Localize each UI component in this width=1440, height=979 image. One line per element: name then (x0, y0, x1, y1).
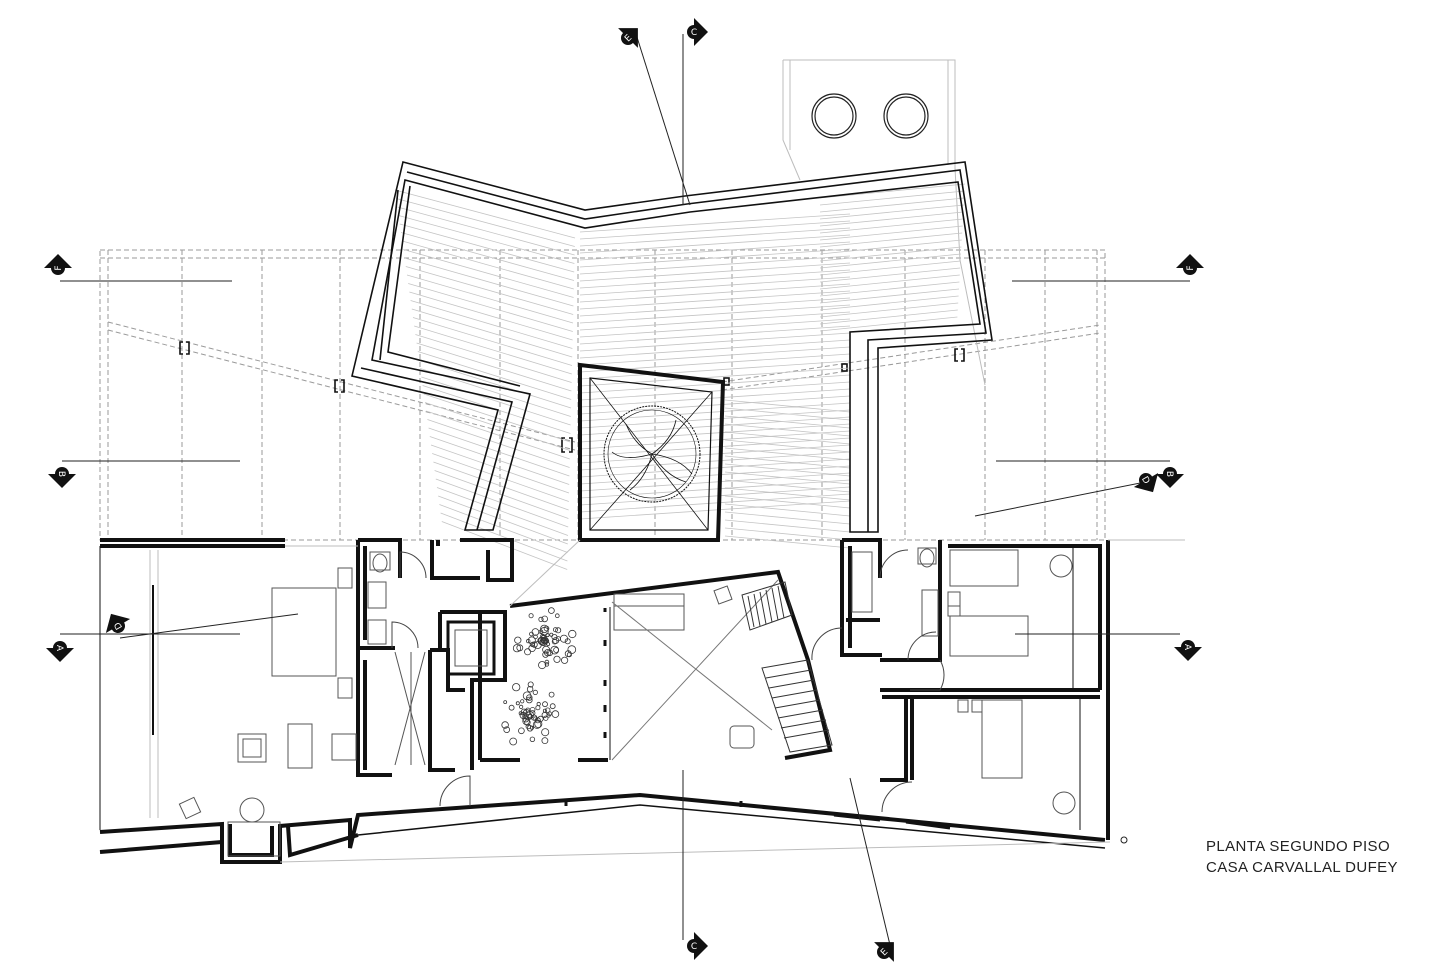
lower-floor-walls (99, 538, 1110, 840)
drawing-title: PLANTA SEGUNDO PISO (1206, 838, 1391, 855)
beam-clips (179, 341, 965, 453)
stair-lower (761, 659, 833, 753)
marker-label: A (1182, 644, 1192, 651)
door-swings (391, 549, 945, 813)
marker-d-left: D (105, 613, 131, 633)
section-cut-lines (60, 33, 1190, 946)
drawing-title-block: PLANTA SEGUNDO PISO CASA CARVALLAL DUFEY (1206, 836, 1398, 878)
mullions (564, 607, 951, 830)
structural-grid (99, 249, 1106, 541)
marker-a-left: A (46, 641, 74, 662)
marker-c-bottom: C (687, 932, 708, 960)
marker-c-top: C (687, 18, 708, 46)
deck-hatching (394, 183, 966, 570)
marker-label: A (54, 645, 64, 652)
marker-label: C (691, 942, 697, 952)
upper-terrace-outline (782, 59, 986, 386)
reference-dot (1120, 836, 1128, 844)
marker-label: F (1186, 265, 1196, 270)
glazing-lines (149, 539, 1185, 863)
stair-upper (741, 581, 793, 631)
project-name: CASA CARVALLAL DUFEY (1206, 859, 1398, 876)
marker-label: E (879, 947, 890, 958)
marker-label: E (623, 33, 634, 44)
marker-label: D (113, 620, 125, 631)
roof-skylight-circles (811, 93, 929, 139)
marker-e-bottom: E (874, 942, 894, 962)
marker-label: B (56, 471, 66, 477)
marker-a-right: A (1174, 640, 1202, 661)
south-facade-wall (99, 792, 1106, 864)
furniture (178, 547, 1076, 857)
marker-label: C (691, 28, 697, 38)
marker-b-right: B (1156, 467, 1184, 488)
marker-label: D (1139, 475, 1151, 486)
planter-foliage (501, 607, 577, 746)
marker-b-left: B (48, 467, 76, 488)
marker-label: B (1164, 471, 1174, 477)
marker-d-right: D (1133, 473, 1159, 493)
marker-f-right: F (1176, 254, 1204, 275)
marker-e-top: E (618, 28, 638, 48)
marker-label: F (54, 265, 64, 270)
central-courtyard (578, 362, 726, 542)
roof-terrace-walls (351, 161, 993, 533)
marker-f-left: F (44, 254, 72, 275)
